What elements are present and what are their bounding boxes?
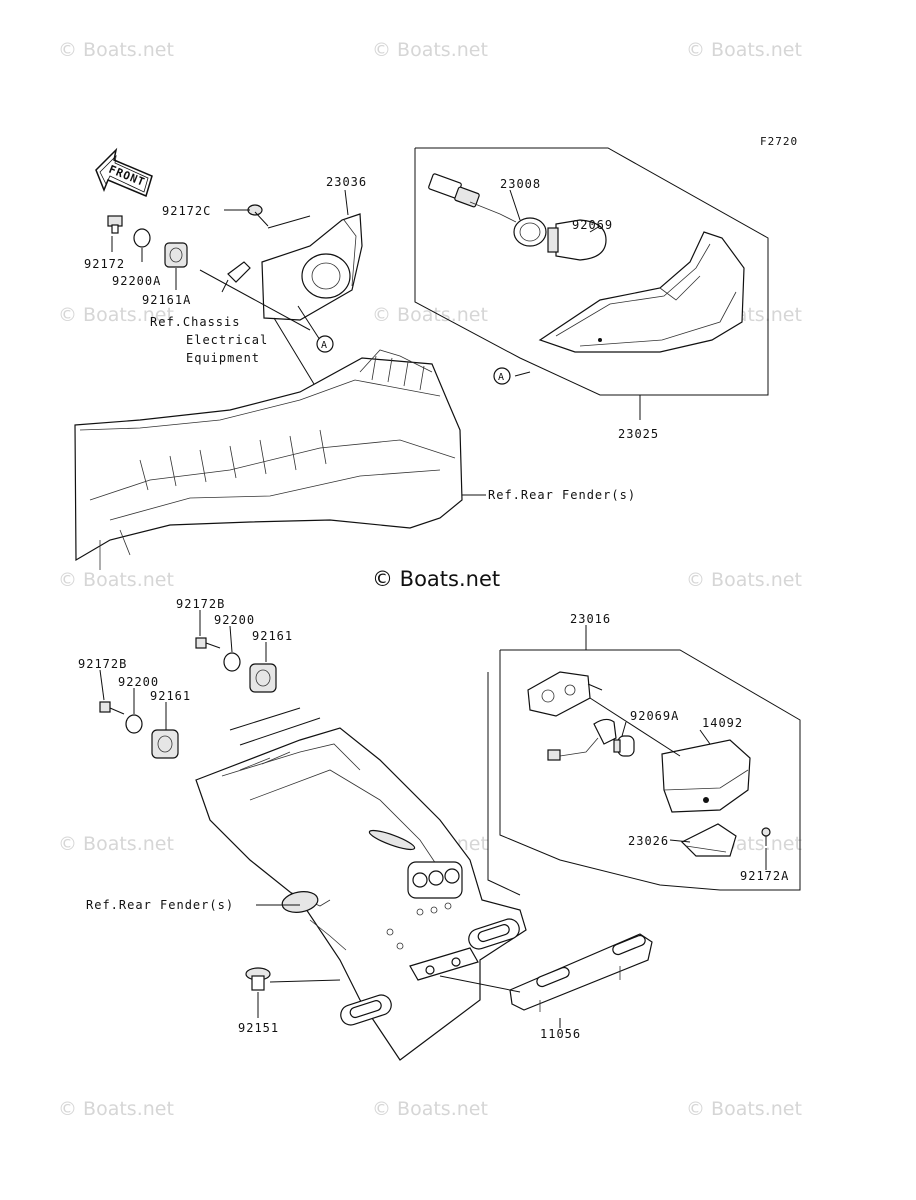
part-number-label: 23008 [500,177,541,191]
washer-92200A [133,228,151,248]
watermark: © Boats.net [58,833,174,855]
svg-text:A: A [498,372,504,383]
part-number-label: 92172B [176,597,225,611]
grommet-92161 [249,663,277,693]
screw-92172A [761,827,771,846]
license-light-box [487,649,801,896]
leader-lines-bottom [99,610,767,1028]
center-watermark: © Boats.net [372,567,500,591]
part-number-label: 92161 [252,629,293,643]
ref-label: Ref.Rear Fender(s) [488,488,636,502]
part-number-label: 23025 [618,427,659,441]
front-arrow-icon: FRONT [95,147,153,198]
rear-fender-bottom [195,727,527,1061]
watermark: © Boats.net [372,304,488,326]
part-number-label: 92069A [630,709,679,723]
license-bracket-11056 [509,933,653,1012]
bolt-92172B [195,637,221,649]
part-number-label: 23036 [326,175,367,189]
part-number-label: 92172B [78,657,127,671]
screw-92172C [247,204,269,227]
washer-92200 [125,714,143,734]
ref-label: Ref.Chassis [150,315,240,329]
watermark: © Boats.net [686,569,802,591]
part-number-label: 92172C [162,204,211,218]
watermark: © Boats.net [686,39,802,61]
watermark: © Boats.net [58,569,174,591]
socket-92069A [547,718,617,761]
part-number-label: 14092 [702,716,743,730]
bracket-23036 [261,213,363,321]
part-number-label: 92161A [142,293,191,307]
part-number-label: 23016 [570,612,611,626]
part-number-label: 92200 [214,613,255,627]
rear-fender-top [74,349,463,570]
taillight-lens-23025 [538,231,745,353]
license-light-housing [527,671,603,717]
part-number-label: 92200A [112,274,161,288]
grommet-92161A [164,242,188,268]
part-number-label: 92200 [118,675,159,689]
bolt-92172B [99,701,125,715]
bulb-small [613,735,635,757]
cover-14092 [661,739,751,813]
bolt-92172 [107,215,123,234]
lens-23026 [680,823,737,857]
part-number-label: 92151 [238,1021,279,1035]
ref-label: Electrical [186,333,268,347]
watermark: © Boats.net [372,1098,488,1120]
svg-text:A: A [321,340,327,351]
part-number-label: 11056 [540,1027,581,1041]
part-number-label: 23026 [628,834,669,848]
taillight-assembly-box [414,147,769,396]
ref-label: Equipment [186,351,260,365]
washer-92200 [223,652,241,672]
watermark: © Boats.net [58,39,174,61]
bolt-92151 [245,967,271,991]
watermark: © Boats.net [372,39,488,61]
callout-a: A [493,367,511,385]
ref-label: Ref.Rear Fender(s) [86,898,234,912]
watermark: © Boats.net [686,1098,802,1120]
part-number-label: 92161 [150,689,191,703]
part-number-label: 92172A [740,869,789,883]
connector-ref [221,261,251,293]
watermark: © Boats.net [58,304,174,326]
watermark: © Boats.net [58,1098,174,1120]
socket-23008 [428,173,547,247]
watermarks: © Boats.net © Boats.net © Boats.net © Bo… [58,39,802,1120]
callout-a: A [316,335,334,353]
part-number-label: 92069 [572,218,613,232]
figure-code: F2720 [760,135,798,148]
grommet-92161 [151,729,179,759]
part-number-label: 92172 [84,257,125,271]
